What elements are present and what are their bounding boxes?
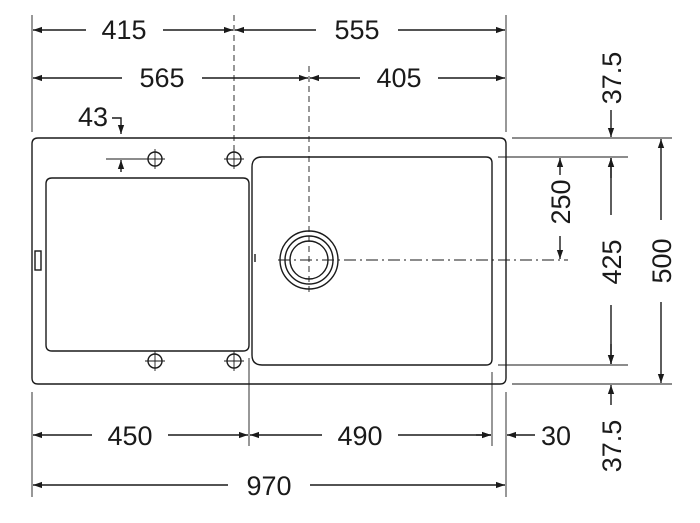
dim-label-970: 970 (246, 471, 291, 501)
dim-label-37-5-top: 37.5 (597, 52, 627, 105)
dim-label-37-5-bottom: 37.5 (597, 420, 627, 473)
dim-label-555: 555 (334, 15, 379, 45)
dim-label-425: 425 (597, 239, 627, 284)
dim-label-415: 415 (101, 15, 146, 45)
dim-label-450: 450 (107, 421, 152, 451)
mounting-marker-1 (145, 351, 165, 371)
drainer-outline (45, 177, 250, 352)
dim-leader-43 (112, 117, 125, 134)
dim-label-565: 565 (139, 63, 184, 93)
dim-label-43: 43 (78, 102, 108, 132)
dim-label-405: 405 (376, 63, 421, 93)
dim-label-250: 250 (546, 179, 576, 224)
bowl-outline (251, 156, 493, 366)
tap-hole-marker-2 (224, 149, 244, 169)
mounting-marker-2 (224, 351, 244, 371)
overflow-slot (34, 250, 42, 271)
dim-label-490: 490 (337, 421, 382, 451)
dim-label-30: 30 (541, 421, 571, 451)
dim-label-500: 500 (647, 238, 677, 283)
sink-outer-outline (31, 137, 507, 385)
